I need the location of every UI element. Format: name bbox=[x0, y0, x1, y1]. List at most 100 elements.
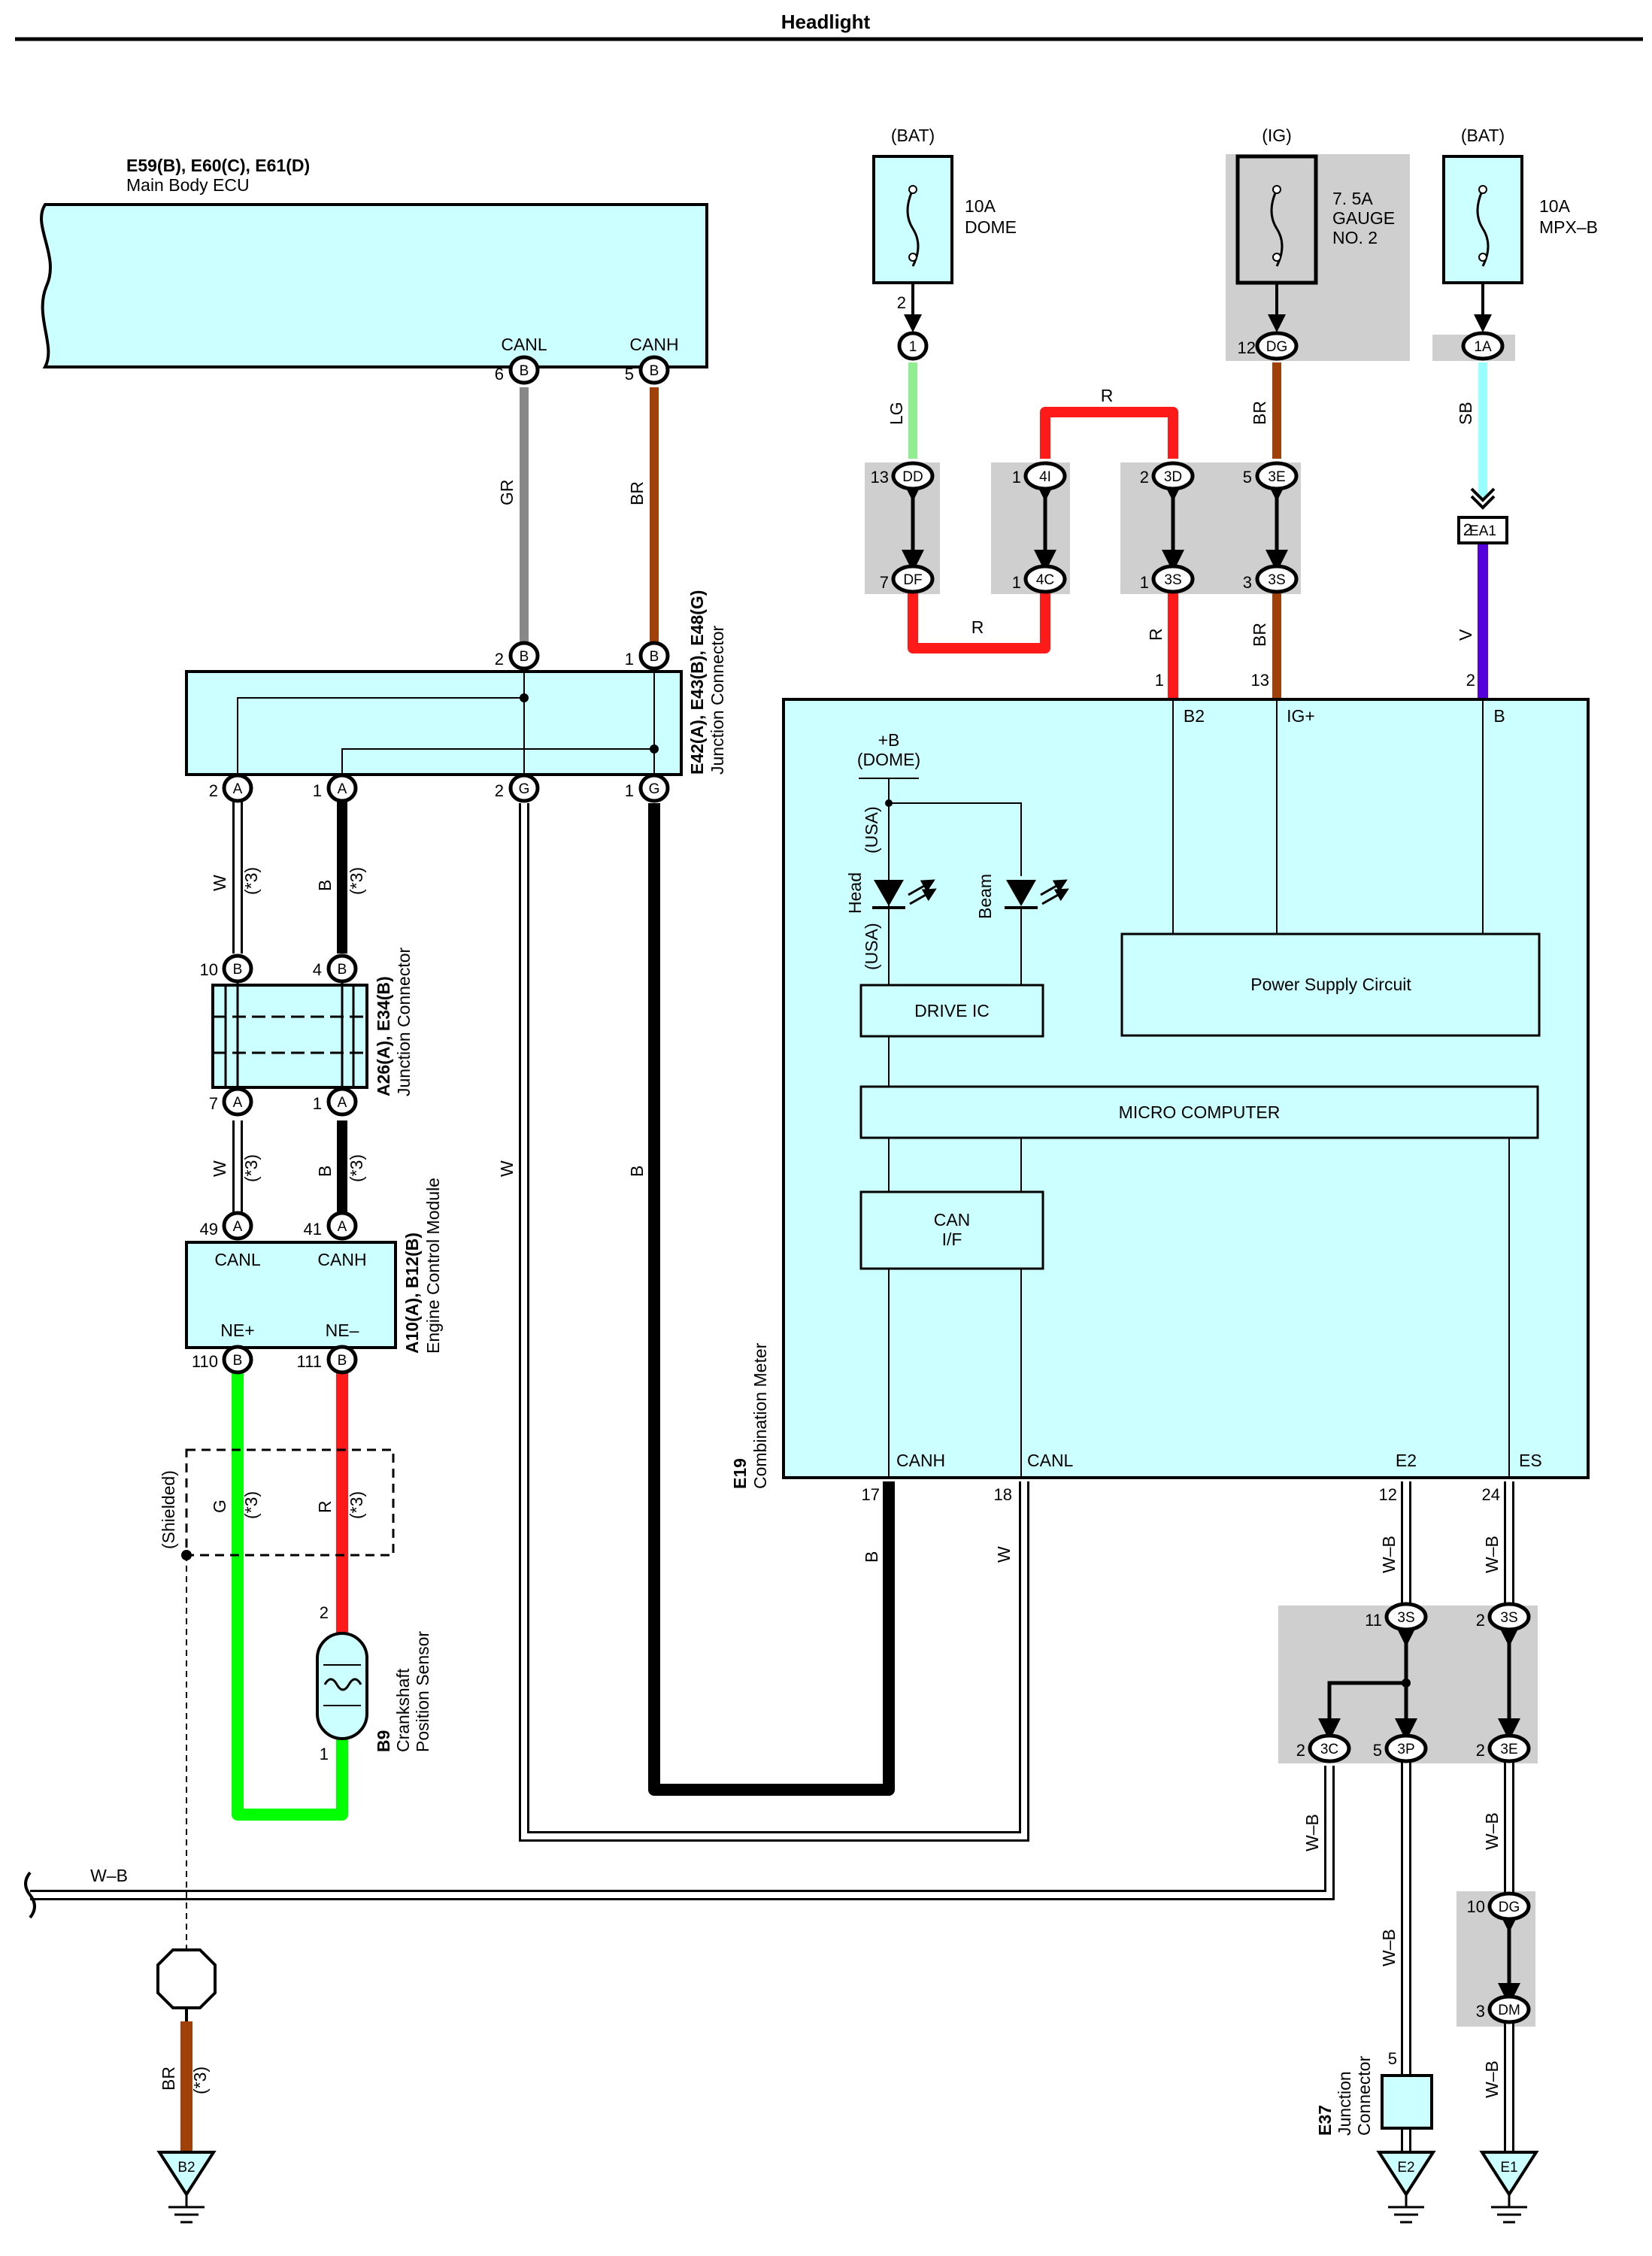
svg-text:DG: DG bbox=[1266, 339, 1288, 355]
svg-text:E2: E2 bbox=[1397, 2160, 1414, 2176]
svg-text:B: B bbox=[233, 962, 243, 978]
connector-b10: B bbox=[222, 954, 253, 984]
svg-text:B: B bbox=[233, 1353, 243, 1369]
svg-text:11: 11 bbox=[1365, 1611, 1382, 1630]
svg-text:B: B bbox=[650, 649, 659, 665]
ecu-name: Main Body ECU bbox=[126, 175, 250, 195]
svg-text:7: 7 bbox=[209, 1094, 218, 1113]
connector-df: DF bbox=[891, 564, 935, 594]
main-body-ecu: E59(B), E60(C), E61(D) Main Body ECU CAN… bbox=[40, 156, 708, 368]
junction-e37: 5 E37 Junction Connector bbox=[1315, 2049, 1433, 2136]
connector-c1: 1 bbox=[897, 331, 929, 361]
svg-text:B: B bbox=[627, 1166, 647, 1177]
svg-text:111: 111 bbox=[297, 1352, 322, 1371]
svg-text:DD: DD bbox=[902, 469, 923, 485]
fuse3-name: MPX–B bbox=[1539, 217, 1598, 237]
connector-g2: G bbox=[508, 773, 540, 803]
svg-text:1: 1 bbox=[1155, 671, 1164, 690]
splice-arrows bbox=[902, 479, 1520, 2006]
e42-ref: E42(A), E43(B), E48(G) bbox=[687, 590, 707, 775]
connector-ea1: EA1 bbox=[1457, 516, 1508, 544]
connector-b1: B bbox=[638, 641, 670, 671]
svg-text:6: 6 bbox=[495, 365, 504, 384]
ecm-nem: NE– bbox=[326, 1321, 359, 1340]
svg-text:(*3): (*3) bbox=[241, 867, 261, 895]
svg-text:10: 10 bbox=[1467, 1897, 1485, 1916]
svg-text:2: 2 bbox=[1140, 468, 1149, 487]
ecu-canl-label: CANL bbox=[501, 335, 547, 354]
svg-text:(*3): (*3) bbox=[347, 867, 366, 895]
svg-text:BR: BR bbox=[1250, 623, 1269, 647]
svg-text:A: A bbox=[233, 781, 243, 797]
power-supply-circuit: Power Supply Circuit bbox=[1250, 975, 1411, 994]
svg-text:13: 13 bbox=[1251, 671, 1269, 690]
ground-b2: B2 bbox=[156, 2151, 217, 2224]
svg-text:41: 41 bbox=[304, 1220, 322, 1239]
meter-b: B bbox=[1493, 706, 1505, 726]
ecm-nep: NE+ bbox=[220, 1321, 254, 1340]
svg-text:3C: 3C bbox=[1320, 1742, 1338, 1757]
a26-ref: A26(A), E34(B) bbox=[374, 976, 393, 1096]
fuse2-name2: NO. 2 bbox=[1332, 228, 1378, 247]
connector-s3d: 3S bbox=[1487, 1602, 1531, 1632]
dome-label: (DOME) bbox=[857, 750, 920, 769]
e37-name-1: Junction bbox=[1335, 2071, 1354, 2136]
shield: (Shielded) bbox=[159, 1448, 395, 1560]
meter-es: ES bbox=[1519, 1451, 1542, 1470]
connector-a7: A bbox=[222, 1087, 253, 1117]
svg-text:12: 12 bbox=[1238, 338, 1256, 357]
e37-ref: E37 bbox=[1315, 2105, 1335, 2136]
usa-top-label: (USA) bbox=[862, 806, 881, 854]
svg-text:B: B bbox=[862, 1551, 881, 1563]
svg-text:3: 3 bbox=[1476, 2002, 1485, 2021]
svg-text:1: 1 bbox=[1012, 468, 1021, 487]
fuse-mpx: (BAT) 10A MPX–B 3 bbox=[1442, 126, 1598, 357]
svg-text:13: 13 bbox=[871, 468, 889, 487]
svg-text:B2: B2 bbox=[177, 2160, 195, 2176]
wire-labels: GR BR W (*3) B (*3) W (*3) B (*3) G (*3)… bbox=[90, 386, 1502, 2098]
svg-text:2: 2 bbox=[1463, 520, 1472, 539]
svg-text:DM: DM bbox=[1498, 2003, 1520, 2018]
svg-text:1: 1 bbox=[625, 650, 634, 669]
e42-name: Junction Connector bbox=[708, 625, 727, 775]
svg-text:3: 3 bbox=[1243, 573, 1252, 592]
can-if-2: I/F bbox=[942, 1230, 962, 1249]
svg-text:G: G bbox=[210, 1499, 229, 1513]
meter-canl: CANL bbox=[1027, 1451, 1074, 1470]
svg-text:W–B: W–B bbox=[90, 1866, 128, 1885]
shielded-label: (Shielded) bbox=[159, 1470, 178, 1549]
ecm-canh: CANH bbox=[317, 1250, 366, 1269]
connector-dg12: DG bbox=[1255, 331, 1299, 361]
svg-text:W–B: W–B bbox=[1482, 2060, 1502, 2098]
svg-text:1: 1 bbox=[1012, 573, 1021, 592]
svg-text:W: W bbox=[497, 1160, 517, 1177]
svg-text:49: 49 bbox=[200, 1220, 218, 1239]
sensor-pin-2: 2 bbox=[320, 1603, 329, 1622]
meter-b2: B2 bbox=[1184, 706, 1205, 726]
e37-name-2: Connector bbox=[1354, 2056, 1374, 2136]
svg-text:(*3): (*3) bbox=[241, 1491, 261, 1519]
ground-e2: E2 bbox=[1376, 2151, 1436, 2224]
svg-text:5: 5 bbox=[625, 365, 634, 384]
connector-b111: B bbox=[326, 1345, 358, 1375]
meter-ref: E19 bbox=[730, 1458, 750, 1489]
svg-text:W–B: W–B bbox=[1379, 1536, 1399, 1573]
svg-text:17: 17 bbox=[862, 1485, 880, 1504]
svg-text:1: 1 bbox=[313, 1094, 322, 1113]
fuse3-rating: 10A bbox=[1539, 196, 1571, 216]
svg-text:3D: 3D bbox=[1164, 469, 1182, 485]
svg-text:EA1: EA1 bbox=[1469, 523, 1496, 539]
ecu-canh-label: CANH bbox=[629, 335, 678, 354]
fuse1-source: (BAT) bbox=[891, 126, 935, 145]
svg-text:B: B bbox=[338, 962, 347, 978]
svg-text:3E: 3E bbox=[1268, 469, 1285, 485]
svg-text:W–B: W–B bbox=[1379, 1929, 1399, 1966]
svg-text:GR: GR bbox=[497, 480, 517, 506]
plus-b-label: +B bbox=[878, 730, 900, 750]
svg-text:BR: BR bbox=[1250, 401, 1269, 425]
sensor-pin-1: 1 bbox=[320, 1745, 329, 1763]
ecm-canl: CANL bbox=[214, 1250, 261, 1269]
fuse2-source: (IG) bbox=[1262, 126, 1292, 145]
svg-text:3P: 3P bbox=[1397, 1742, 1414, 1757]
